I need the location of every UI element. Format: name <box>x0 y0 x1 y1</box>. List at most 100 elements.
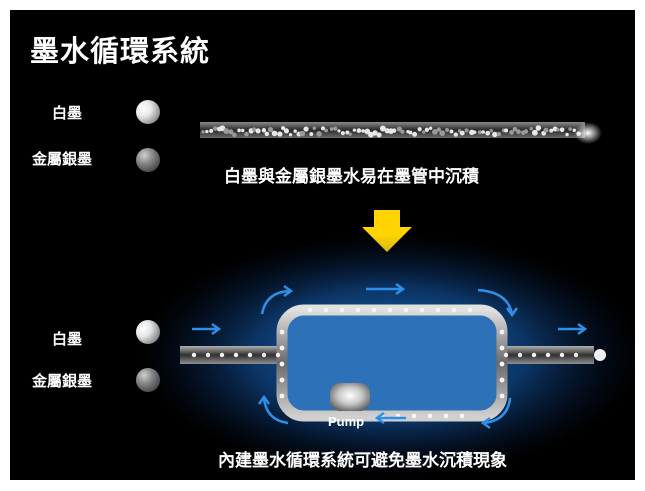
ink-particle <box>467 307 473 313</box>
ink-particle <box>419 307 425 313</box>
ink-particle <box>499 361 505 367</box>
outlet-tip <box>594 349 606 361</box>
ink-particle <box>559 352 565 358</box>
sediment-particle <box>529 126 533 131</box>
pump-label: Pump <box>328 414 365 429</box>
sediment-particle <box>535 125 542 131</box>
sediment-particle <box>337 129 341 133</box>
sediment-particle <box>333 126 338 131</box>
sediment-particle <box>531 129 538 136</box>
ink-particle <box>499 377 505 383</box>
ink-particle <box>517 352 523 358</box>
sediment-particle <box>516 129 521 135</box>
ink-particle <box>503 352 509 358</box>
sediment-particle <box>356 128 362 133</box>
metallic-ink-ball-icon <box>136 148 160 172</box>
sediment-particle <box>281 126 286 131</box>
sediment-particle <box>228 129 234 135</box>
sediment-particle <box>436 127 441 132</box>
white-ink-label-bottom: 白墨 <box>52 330 83 348</box>
sediment-particle <box>449 129 454 134</box>
sediment-particle <box>264 131 270 137</box>
sediment-particle <box>340 131 345 136</box>
circulating-ink-particles <box>191 307 579 419</box>
sediment-caption: 白墨與金屬銀墨水易在墨管中沉積 <box>224 167 479 187</box>
circulation-caption: 內建墨水循環系統可避免墨水沉積現象 <box>218 451 507 471</box>
ink-particle <box>279 361 285 367</box>
ink-particle <box>451 307 457 313</box>
ink-particle <box>307 307 313 313</box>
sediment-particle <box>459 130 465 136</box>
outlet-pipe <box>494 346 594 364</box>
ink-particle <box>219 352 225 358</box>
ink-particle <box>411 413 417 419</box>
tube-outlet-glow <box>574 122 602 144</box>
sediment-particle <box>324 128 329 133</box>
sediment-particle <box>400 129 405 134</box>
sediment-particle <box>504 128 509 133</box>
sediment-particle <box>240 128 245 133</box>
sediment-particle <box>271 130 278 137</box>
sediment-particle <box>201 130 205 134</box>
sediment-particle <box>424 127 430 132</box>
ink-particle <box>275 352 281 358</box>
page-title: 墨水循環系統 <box>30 34 211 68</box>
ink-particle <box>233 352 239 358</box>
sediment-particle <box>299 130 306 137</box>
sediment-particle <box>255 128 261 134</box>
ink-particle <box>573 352 579 358</box>
ink-particle <box>387 307 393 313</box>
sediment-particle <box>277 131 283 137</box>
circulation-system-graphic <box>140 235 635 475</box>
sediment-particle <box>379 125 386 132</box>
ink-particle <box>531 352 537 358</box>
sediment-particle <box>329 127 334 131</box>
ink-particle <box>499 329 505 335</box>
sediment-particle <box>439 130 446 136</box>
sediment-particle <box>261 128 267 133</box>
sediment-particle <box>391 128 397 133</box>
sediment-particle <box>316 131 322 137</box>
sediment-tube-graphic <box>200 122 602 144</box>
sediment-particle <box>432 129 438 135</box>
ink-particle <box>279 393 285 399</box>
sediment-particle <box>464 128 469 133</box>
sediment-particle <box>293 129 297 133</box>
sediment-particle <box>523 129 529 134</box>
sediment-particle <box>205 129 209 134</box>
sediment-particle <box>244 131 249 137</box>
sediment-particle <box>559 127 565 133</box>
sediment-particle <box>372 130 378 136</box>
flow-arrow-top-left <box>260 289 291 315</box>
sediment-particle <box>303 126 309 132</box>
sediment-particle <box>320 126 325 131</box>
ink-particle <box>427 413 433 419</box>
ink-particle <box>459 413 465 419</box>
ink-particle <box>323 307 329 313</box>
ink-particle <box>499 345 505 351</box>
sediment-particle <box>237 128 241 133</box>
sediment-particle <box>283 128 289 134</box>
metallic-silver-ink-label-bottom: 金屬銀墨 <box>32 372 93 390</box>
flow-arrows <box>192 282 588 430</box>
ink-particle <box>261 352 267 358</box>
sediment-particle <box>223 128 230 135</box>
ink-particle <box>403 307 409 313</box>
sediment-particle <box>352 128 357 132</box>
sediment-particle <box>408 130 413 135</box>
sediment-particle <box>568 127 572 131</box>
ink-particle <box>279 345 285 351</box>
sediment-particle <box>396 126 402 132</box>
sediment-particle <box>485 130 490 136</box>
ink-particle <box>279 377 285 383</box>
sediment-particle <box>444 127 450 133</box>
ink-particle <box>205 352 211 358</box>
sediment-particle <box>412 131 418 137</box>
sediment-particle <box>543 127 549 133</box>
sediment-particles <box>201 125 581 138</box>
sediment-particle <box>361 129 365 133</box>
white-ink-label: 白墨 <box>52 104 83 122</box>
ink-particle <box>339 307 345 313</box>
sediment-particle <box>417 127 422 132</box>
sediment-particle <box>496 131 502 137</box>
